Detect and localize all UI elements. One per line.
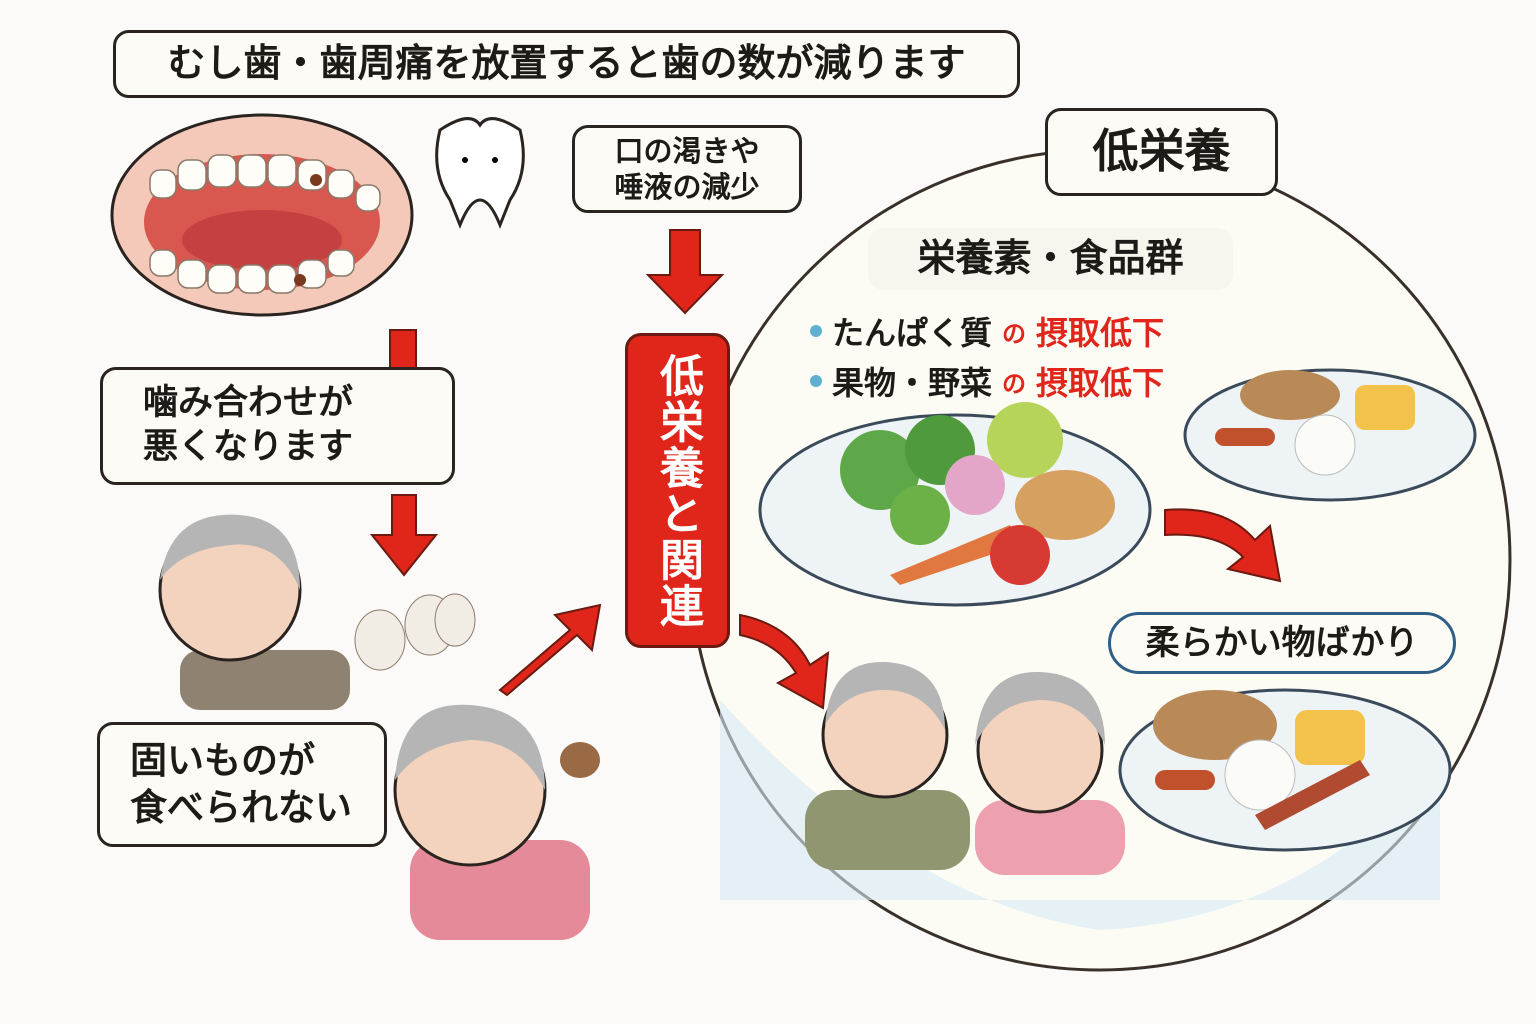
elderly-man-toothache-illustration [158, 514, 476, 710]
hard-food-line-1: 固いものが [130, 739, 315, 783]
elderly-couple-illustration [805, 661, 1125, 875]
soft-food-label: 柔らかい物ばかり [1108, 612, 1456, 674]
bullet-text: たんぱく質 [832, 314, 993, 352]
dry-mouth-line-2: 唾液の減少 [614, 170, 760, 204]
soft-meal-plate-top [1183, 368, 1477, 502]
arrow-down-2 [369, 494, 439, 577]
arrow-right-curve [1164, 508, 1282, 583]
elderly-woman-biting-illustration [393, 704, 600, 940]
bullet-particle: の [1002, 319, 1027, 348]
bullet-highlight: 摂取低下 [1036, 364, 1165, 402]
circle-subtitle: 栄養素・食品群 [868, 228, 1233, 290]
sad-tooth-icon [435, 117, 525, 230]
circle-title: 低栄養 [1045, 108, 1278, 196]
mouth-illustration [110, 113, 414, 317]
arrow-down-1 [389, 329, 417, 371]
center-label-box: 低栄養と関連 [625, 333, 730, 648]
bite-box: 噛み合わせが 悪くなります [100, 367, 455, 485]
bullet-dot-icon [810, 375, 822, 387]
bullet-particle: の [1002, 369, 1027, 398]
dry-mouth-line-1: 口の渇きや [614, 133, 760, 168]
arrow-up-right [498, 603, 602, 697]
soft-meal-plate-bottom [1118, 688, 1452, 852]
arrow-down-3 [645, 229, 725, 315]
bullet-fruit-veg: 果物・野菜の摂取低下 [810, 358, 1164, 404]
hard-food-line-2: 食べられない [130, 785, 352, 829]
flow-arrows [369, 229, 1282, 710]
bullet-text: 果物・野菜 [832, 364, 993, 402]
title-banner: むし歯・歯周痛を放置すると歯の数が減ります [113, 30, 1020, 98]
healthy-meal-plate [758, 402, 1152, 607]
hard-food-box: 固いものが 食べられない [97, 722, 387, 847]
bullet-highlight: 摂取低下 [1036, 314, 1165, 352]
bite-line-1: 噛み合わせが [143, 383, 354, 424]
water-wash [720, 700, 1440, 930]
bite-line-2: 悪くなります [143, 427, 354, 467]
bullet-protein: たんぱく質の摂取低下 [810, 308, 1164, 354]
dry-mouth-box: 口の渇きや 唾液の減少 [572, 125, 802, 213]
arrow-down-right [739, 613, 830, 710]
bullet-dot-icon [810, 325, 822, 337]
